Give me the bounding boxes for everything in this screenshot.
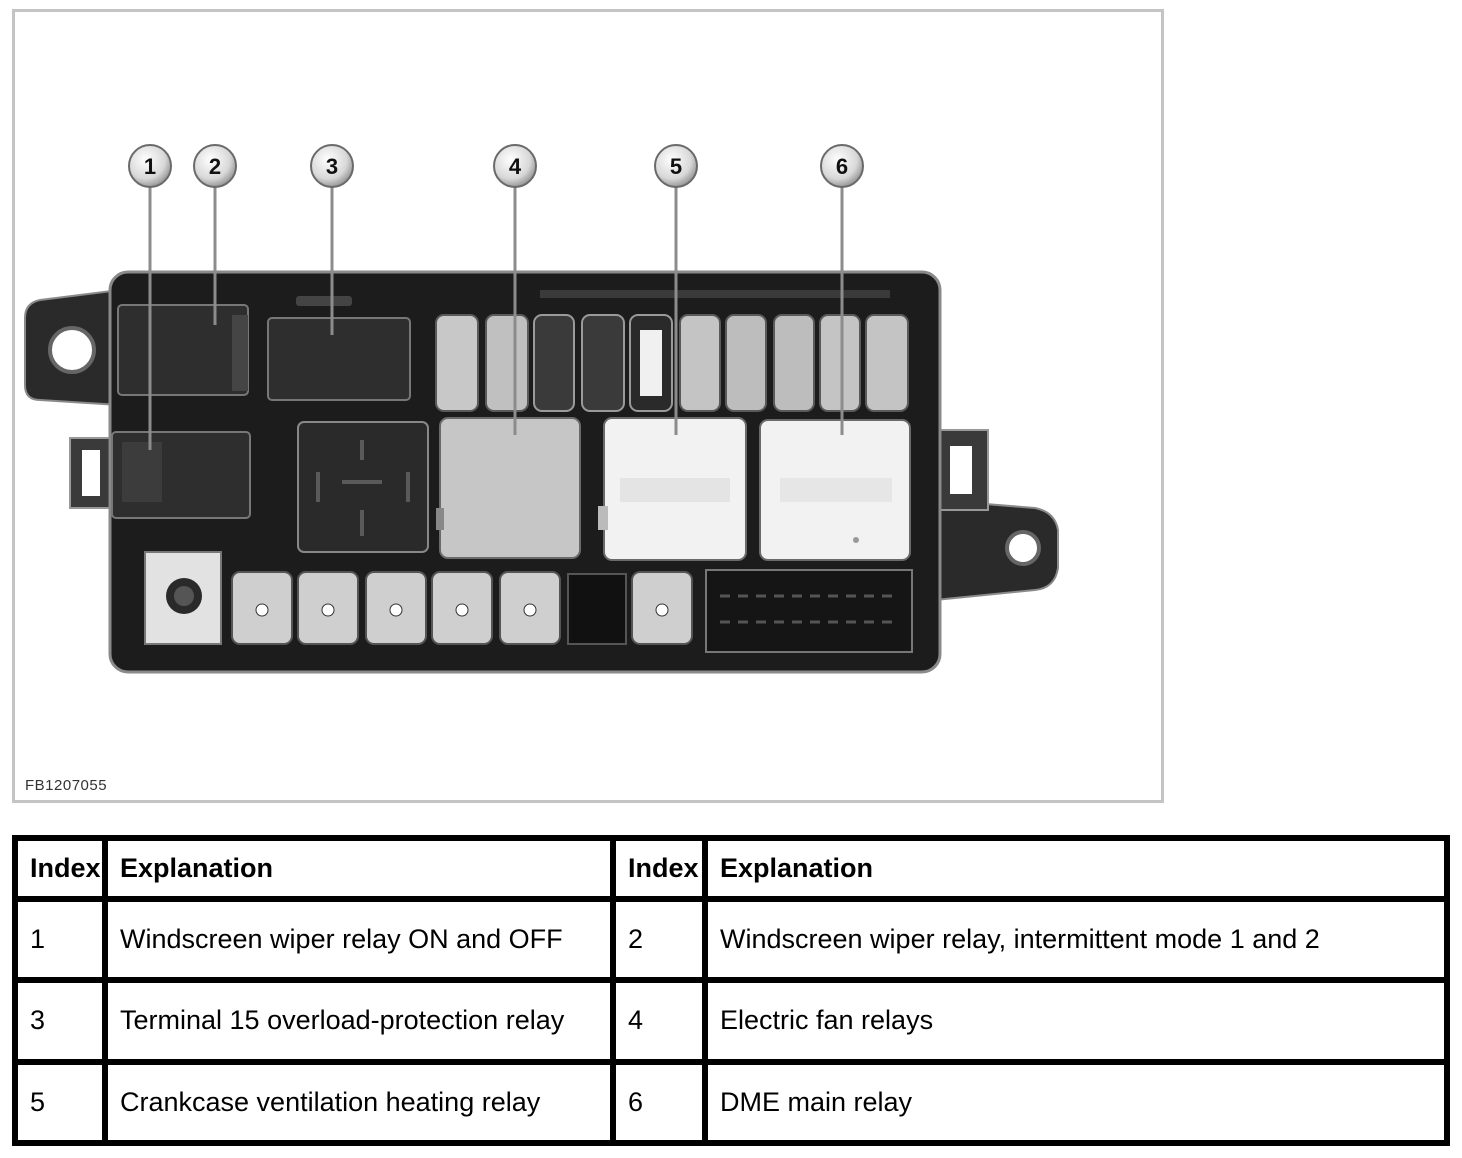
mounting-ear-left — [24, 288, 121, 407]
explanation-cell: Crankcase ventilation heating relay — [102, 1058, 616, 1147]
index-cell: 4 — [610, 977, 708, 1065]
header-explanation: Explanation — [702, 835, 1450, 902]
explanation-cell: Windscreen wiper relay, intermittent mod… — [702, 895, 1450, 984]
relay-large-dark — [297, 421, 429, 553]
relay-5 — [598, 417, 747, 561]
callout-6 — [820, 144, 864, 188]
clip-right — [935, 429, 989, 511]
relay-4 — [436, 417, 581, 559]
table-row: 3 Terminal 15 overload-protection relay … — [12, 977, 1450, 1065]
header-index: Index — [12, 835, 108, 902]
figure-id-label: FB1207055 — [25, 777, 108, 794]
relay-1 — [111, 431, 251, 519]
callout-label-5: 5 — [670, 154, 682, 179]
callout-label-6: 6 — [836, 154, 848, 179]
callout-label-3: 3 — [326, 154, 338, 179]
explanation-cell: Electric fan relays — [702, 977, 1450, 1065]
empty-socket — [567, 573, 627, 645]
maxi-fuse-row-bottom — [231, 571, 693, 645]
callout-4 — [493, 144, 537, 188]
explanation-cell: Terminal 15 overload-protection relay — [102, 977, 616, 1065]
callout-1 — [128, 144, 172, 188]
index-cell: 1 — [12, 895, 108, 984]
header-explanation: Explanation — [102, 835, 616, 902]
index-cell: 3 — [12, 977, 108, 1065]
mounting-ear-right — [934, 498, 1059, 602]
figure-frame: 1 2 3 4 5 6 FB1207055 — [12, 9, 1164, 803]
callout-group: 1 2 3 4 5 6 — [128, 144, 864, 188]
clip-left — [69, 437, 113, 509]
header-index: Index — [610, 835, 708, 902]
legend-table: Index Explanation Index Explanation 1 Wi… — [12, 835, 1450, 1147]
connector-block — [705, 569, 913, 653]
ground-stud — [144, 551, 222, 645]
table-row: 1 Windscreen wiper relay ON and OFF 2 Wi… — [12, 895, 1450, 984]
explanation-cell: Windscreen wiper relay ON and OFF — [102, 895, 616, 984]
explanation-cell: DME main relay — [702, 1058, 1450, 1147]
index-cell: 5 — [12, 1058, 108, 1147]
relay-2 — [117, 304, 249, 396]
table-header-row: Index Explanation Index Explanation — [12, 835, 1450, 902]
callout-label-1: 1 — [144, 154, 156, 179]
relay-3 — [267, 296, 411, 401]
callout-label-2: 2 — [209, 154, 221, 179]
index-cell: 2 — [610, 895, 708, 984]
leader-lines — [148, 186, 844, 450]
callout-label-4: 4 — [509, 154, 522, 179]
fuse-box-photo: 1 2 3 4 5 6 — [24, 144, 1059, 674]
index-cell: 6 — [610, 1058, 708, 1147]
callout-2 — [193, 144, 237, 188]
table-row: 5 Crankcase ventilation heating relay 6 … — [12, 1058, 1450, 1147]
relay-6 — [759, 419, 911, 561]
callout-3 — [310, 144, 354, 188]
callout-5 — [654, 144, 698, 188]
mini-fuse-row-top — [435, 314, 909, 412]
